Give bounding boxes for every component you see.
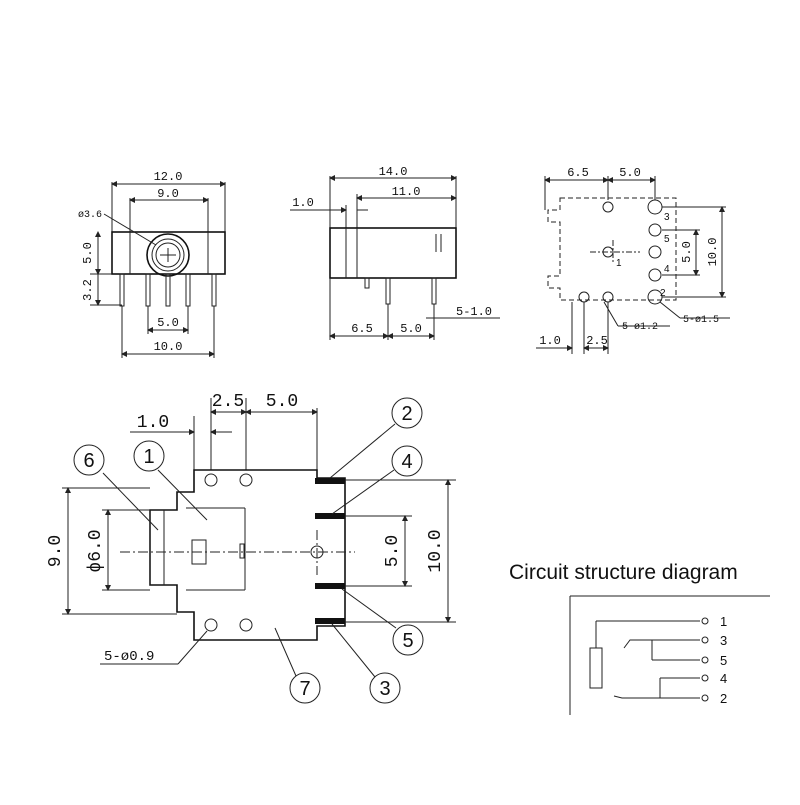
- main-dim-diameter: ϕ6.0: [86, 529, 106, 572]
- circuit-pin-2: 2: [720, 691, 727, 706]
- dim-pin-tol: 5-1.0: [456, 305, 492, 319]
- main-view: 1.0 2.5 5.0 9.0 ϕ6.0: [46, 392, 456, 704]
- svg-text:1: 1: [143, 446, 154, 468]
- svg-text:2: 2: [401, 403, 412, 425]
- pin-label-1: 1: [616, 258, 622, 269]
- dim-pin-height: 3.2: [81, 279, 95, 301]
- circuit-title: Circuit structure diagram: [509, 561, 738, 584]
- callout-6: 6: [73, 444, 159, 531]
- callout-2: 2: [329, 397, 423, 479]
- callout-3: 3: [331, 623, 401, 704]
- dim-front: 1.0: [292, 196, 314, 210]
- circuit-pin-5: 5: [720, 653, 727, 668]
- footprint-view: 6.5 5.0 3 5 4 2 1 10.0 5.0: [536, 166, 730, 354]
- pin-label-3: 3: [664, 212, 670, 223]
- dim-body-length: 11.0: [392, 185, 421, 199]
- dim-footprint-b: 5.0: [619, 166, 641, 180]
- svg-text:3: 3: [379, 678, 390, 700]
- circuit-diagram: Circuit structure diagram 1 3 5 4 2: [509, 561, 770, 715]
- main-dim-pitch: 2.5: [212, 392, 244, 412]
- pin-label-2: 2: [660, 288, 666, 299]
- main-dim-left: 1.0: [137, 413, 169, 433]
- circuit-pin-3: 3: [720, 633, 727, 648]
- main-dim-holes: 5-ø0.9: [104, 649, 154, 665]
- dim-footprint-a: 6.5: [567, 166, 589, 180]
- dim-pin-spacing: 5.0: [157, 316, 179, 330]
- callout-4: 4: [331, 445, 423, 515]
- pin-label-5: 5: [664, 234, 670, 245]
- circuit-pin-1: 1: [720, 614, 727, 629]
- svg-text:4: 4: [401, 451, 412, 473]
- dim-overall-width: 12.0: [154, 170, 183, 184]
- dim-hole: ø3.6: [78, 210, 102, 221]
- circuit-pin-4: 4: [720, 671, 727, 686]
- pin-label-4: 4: [664, 264, 670, 275]
- svg-text:7: 7: [299, 678, 310, 700]
- dim-footprint-left: 1.0: [539, 334, 561, 348]
- main-dim-total: 10.0: [426, 529, 446, 572]
- callout-7: 7: [274, 627, 321, 704]
- main-dim-inner: 5.0: [383, 535, 403, 567]
- dim-pin-offset: 6.5: [351, 322, 373, 336]
- dim-height: 5.0: [81, 242, 95, 264]
- dim-footprint-inner: 5.0: [680, 241, 694, 263]
- dim-footprint-pitch: 2.5: [586, 334, 608, 348]
- main-dim-span: 5.0: [266, 392, 298, 412]
- callout-1: 1: [133, 440, 208, 521]
- dim-inner-width: 9.0: [157, 187, 179, 201]
- main-dim-height: 9.0: [46, 535, 66, 567]
- callout-5: 5: [341, 588, 424, 656]
- svg-text:6: 6: [83, 450, 94, 472]
- side-view: 14.0 11.0 1.0 6.5 5.0 5-1.0: [290, 165, 500, 340]
- dim-large-holes: 5-ø1.5: [683, 315, 719, 326]
- dim-pin-spacing-side: 5.0: [400, 322, 422, 336]
- dim-footprint-height: 10.0: [706, 238, 720, 267]
- dim-overall-length: 14.0: [379, 165, 408, 179]
- svg-text:5: 5: [402, 630, 413, 652]
- dim-small-holes: 5-ø1.2: [622, 322, 658, 333]
- front-view: 12.0 9.0 ø3.6 5.0 3.2 5.0: [78, 170, 226, 358]
- dim-base-width: 10.0: [154, 340, 183, 354]
